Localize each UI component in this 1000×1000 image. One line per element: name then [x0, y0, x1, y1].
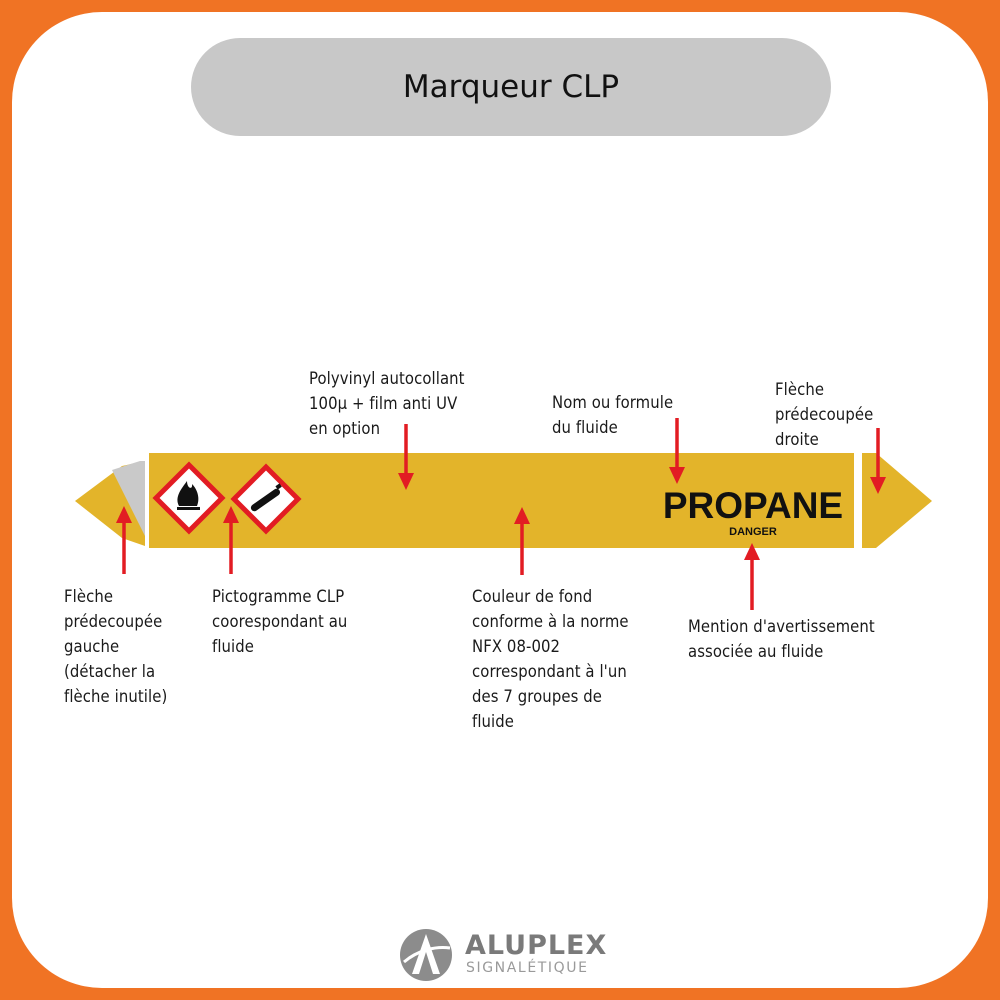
- aluplex-logo-icon: [400, 929, 452, 981]
- flame-ghs-icon: [152, 461, 226, 535]
- label-fluid-name: Nom ou formule du fluide: [552, 393, 674, 437]
- label-background-color: Couleur de fond conforme à la norme NFX …: [472, 587, 629, 731]
- pointer-arrow-warning: [744, 543, 760, 610]
- label-warning-mention: Mention d'avertissement associée au flui…: [688, 617, 875, 661]
- logo-tagline: SIGNALÉTIQUE: [466, 960, 589, 976]
- page-title: Marqueur CLP: [402, 69, 620, 105]
- right-arrow-tab: [862, 453, 932, 548]
- pointer-arrow-pictogram: [223, 506, 239, 574]
- pointer-arrow-polyvinyl: [398, 424, 414, 490]
- label-right-arrow: Flèche prédecoupée droite: [775, 380, 874, 449]
- label-pictogram: Pictogramme CLP coorespondant au fluide: [212, 587, 348, 656]
- label-polyvinyl: Polyvinyl autocollant 100µ + film anti U…: [309, 369, 465, 438]
- pointer-arrow-background: [514, 507, 530, 575]
- pointer-arrow-right-tab: [870, 428, 886, 494]
- gas-cylinder-ghs-icon: [230, 463, 302, 535]
- pointer-arrow-left-tab: [116, 506, 132, 574]
- peel-corner: [112, 461, 145, 536]
- title-pill: Marqueur CLP: [191, 38, 831, 136]
- product-name: PROPANE: [663, 485, 843, 526]
- logo-name: ALUPLEX: [465, 930, 608, 961]
- pointer-arrow-fluid-name: [669, 418, 685, 484]
- warning-word: DANGER: [729, 526, 777, 538]
- label-left-arrow: Flèche prédecoupée gauche (détacher la f…: [64, 587, 168, 706]
